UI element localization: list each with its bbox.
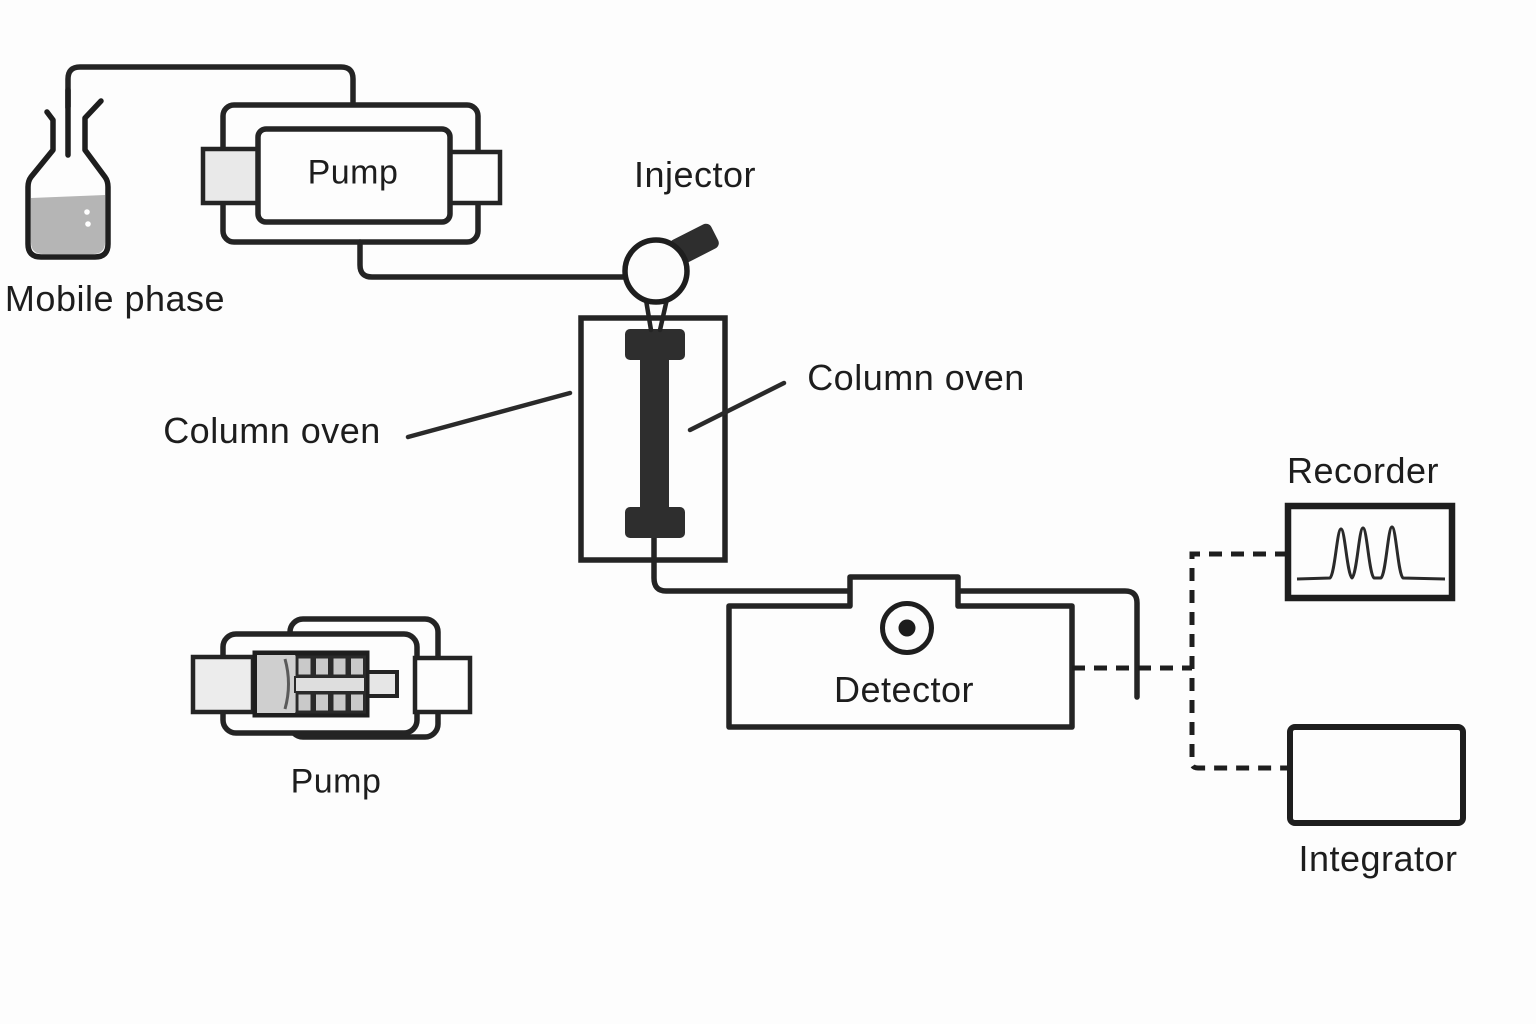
pump-top-unit: [200, 102, 503, 245]
pump-bottom-unit: [190, 616, 473, 740]
leader-column-oven-right: [687, 380, 787, 433]
mobile-phase-bottle: [25, 87, 111, 260]
plunger-meniscus: [283, 658, 290, 710]
recorder-label: Recorder: [1286, 450, 1440, 491]
injector-neck-left: [643, 297, 654, 333]
column-oven-right-label: Column oven: [807, 357, 1025, 398]
flow-cell-aperture: [898, 619, 916, 637]
integrator-label: Integrator: [1298, 838, 1458, 879]
column-bottom-cap: [625, 507, 685, 538]
pump-left-port: [190, 654, 256, 715]
mobile-phase-label: Mobile phase: [4, 278, 226, 319]
detector-unit: [726, 574, 1075, 730]
injector-neck-right: [657, 296, 670, 333]
tube-bottle-to-pump: [65, 64, 356, 158]
gear-teeth: [295, 655, 366, 714]
pump-bottom-label: Pump: [290, 762, 382, 801]
injector-valve: [622, 223, 719, 333]
column-stem: [640, 352, 669, 517]
injector-knob: [622, 237, 690, 305]
pump-right-port: [447, 149, 503, 206]
column-top-cap: [625, 329, 685, 360]
bottle-liquid: [31, 195, 105, 254]
pump-right-port: [412, 655, 473, 715]
leader-column-oven-left: [405, 390, 573, 440]
piston-shaft: [294, 676, 366, 693]
recorder-box: [1284, 502, 1456, 602]
liquid-highlight-dot: [84, 209, 90, 215]
tube-pump-to-injector: [357, 239, 631, 280]
liquid-highlight-dot: [85, 221, 91, 227]
column-oven-unit: [578, 315, 902, 607]
chromatogram-trace: [1296, 525, 1446, 581]
pump-top-label: Pump: [307, 153, 399, 192]
pump-left-port: [200, 146, 262, 206]
signal-recorder-integrator: [1189, 551, 1288, 771]
injector-label: Injector: [633, 154, 757, 195]
recorder-unit: [1284, 502, 1456, 602]
signal-lines: [1072, 551, 1288, 771]
pump-inner-box: [255, 126, 453, 225]
column-oven-left-label: Column oven: [163, 410, 381, 451]
detector-label: Detector: [833, 669, 975, 710]
integrator-box: [1287, 724, 1466, 826]
